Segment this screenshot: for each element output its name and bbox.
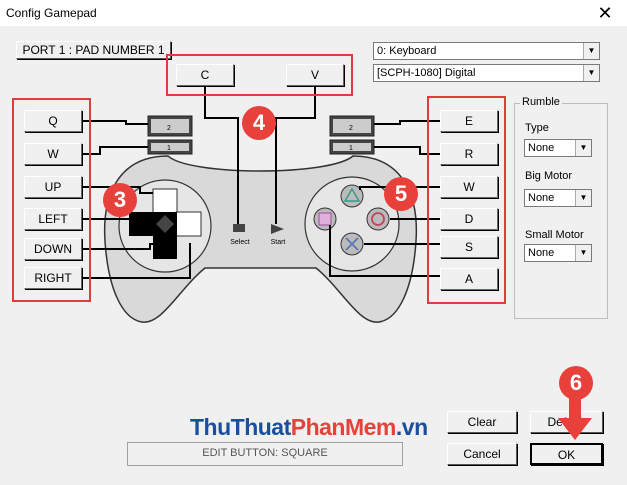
chevron-down-icon: ▼ (583, 65, 599, 81)
key-r2-button[interactable]: E (440, 110, 498, 132)
small-motor-label: Small Motor (525, 229, 584, 241)
ok-button[interactable]: OK (530, 443, 603, 465)
key-up-button[interactable]: UP (24, 176, 82, 198)
rumble-type-select[interactable]: None ▼ (524, 139, 592, 157)
key-l2-button[interactable]: Q (24, 110, 82, 132)
l1-label: 1 (167, 145, 171, 152)
small-motor-select[interactable]: None ▼ (524, 244, 592, 262)
key-down-button[interactable]: DOWN (24, 238, 82, 260)
port-label: PORT 1 : PAD NUMBER 1 (16, 41, 171, 59)
key-right-button[interactable]: RIGHT (24, 267, 82, 289)
annotation-box-top (166, 54, 353, 96)
cancel-button[interactable]: Cancel (447, 443, 517, 465)
rumble-group (514, 103, 608, 319)
clear-button[interactable]: Clear (447, 411, 517, 433)
device-select[interactable]: 0: Keyboard ▼ (373, 42, 600, 60)
key-circle-button[interactable]: D (440, 208, 498, 230)
annotation-box-right (427, 96, 506, 304)
key-l1-button[interactable]: W (24, 143, 82, 165)
step-badge-6: 6 (559, 366, 593, 400)
step-badge-5: 5 (384, 177, 418, 211)
model-select[interactable]: [SCPH-1080] Digital ▼ (373, 64, 600, 82)
key-r1-button[interactable]: R (440, 143, 498, 165)
pointer-arrow-icon (558, 398, 592, 440)
key-left-button[interactable]: LEFT (24, 208, 82, 230)
select-pad-label: Select (230, 239, 250, 246)
l2-label: 2 (167, 125, 171, 132)
edit-status: EDIT BUTTON: SQUARE (127, 442, 403, 466)
step-badge-4: 4 (242, 106, 276, 140)
big-motor-label: Big Motor (525, 170, 573, 182)
dialog-client: PORT 1 : PAD NUMBER 1 0: Keyboard ▼ [SCP… (0, 26, 627, 485)
title-bar: Config Gamepad ✕ (0, 0, 627, 26)
chevron-down-icon: ▼ (575, 140, 591, 156)
close-icon[interactable]: ✕ (597, 3, 613, 23)
chevron-down-icon: ▼ (583, 43, 599, 59)
start-pad-label: Start (271, 239, 286, 246)
chevron-down-icon: ▼ (575, 190, 591, 206)
chevron-down-icon: ▼ (575, 245, 591, 261)
watermark: ThuThuatPhanMem.vn (190, 414, 428, 440)
key-triangle-button[interactable]: W (440, 176, 498, 198)
step-badge-3: 3 (103, 183, 137, 217)
key-start-button[interactable]: V (286, 64, 344, 86)
gamepad-diagram: 2 1 2 1 Select Start (82, 83, 440, 323)
r1-label: 1 (349, 145, 353, 152)
dpad (129, 188, 202, 259)
r2-label: 2 (349, 125, 353, 132)
window-title: Config Gamepad (6, 6, 97, 20)
annotation-box-left (12, 98, 91, 302)
key-square-button[interactable]: A (440, 268, 498, 290)
rumble-title: Rumble (520, 96, 562, 108)
big-motor-select[interactable]: None ▼ (524, 189, 592, 207)
key-select-button[interactable]: C (176, 64, 234, 86)
key-cross-button[interactable]: S (440, 236, 498, 258)
rumble-type-label: Type (525, 122, 549, 134)
